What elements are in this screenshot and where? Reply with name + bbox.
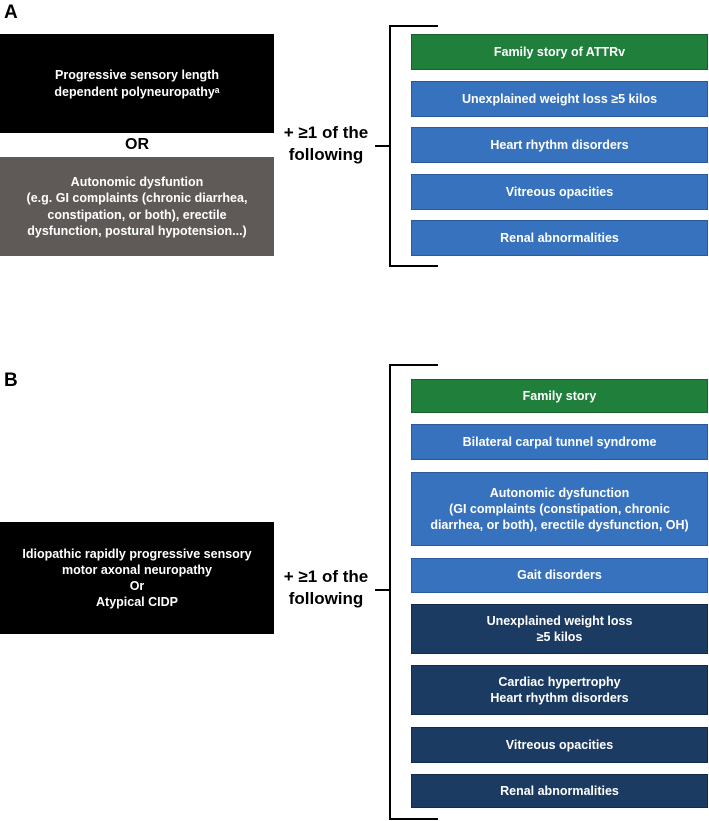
panel-a-criterion-heart-rhythm: Heart rhythm disorders bbox=[411, 127, 708, 163]
panel-a-criterion-family-story: Family story of ATTRv bbox=[411, 34, 708, 70]
panel-b-criterion-weight-loss: Unexplained weight loss ≥5 kilos bbox=[411, 604, 708, 654]
panel-b-main-box: Idiopathic rapidly progressive sensory m… bbox=[0, 522, 274, 634]
panel-a-bracket-line bbox=[389, 25, 391, 266]
panel-b-label: B bbox=[4, 370, 18, 391]
panel-b-criterion-cardiac: Cardiac hypertrophy Heart rhythm disorde… bbox=[411, 665, 708, 715]
panel-a-main-box: Progressive sensory length dependent pol… bbox=[0, 34, 274, 133]
panel-a-bracket-tick bbox=[375, 145, 389, 147]
panel-b-criterion-vitreous: Vitreous opacities bbox=[411, 727, 708, 763]
panel-b-bracket-bottom bbox=[389, 818, 438, 820]
panel-a-label: A bbox=[4, 2, 18, 23]
panel-b-criterion-gait: Gait disorders bbox=[411, 558, 708, 593]
panel-b-bracket-tick bbox=[375, 589, 389, 591]
panel-b-criterion-family-story: Family story bbox=[411, 379, 708, 413]
panel-a-criterion-vitreous: Vitreous opacities bbox=[411, 174, 708, 210]
panel-b-connector: + ≥1 of the following bbox=[283, 567, 369, 609]
panel-b-criterion-autonomic: Autonomic dysfunction (GI complaints (co… bbox=[411, 472, 708, 546]
panel-b-bracket-line bbox=[389, 364, 391, 819]
panel-a-or-label: OR bbox=[125, 136, 149, 153]
panel-b-criterion-carpal-tunnel: Bilateral carpal tunnel syndrome bbox=[411, 424, 708, 460]
panel-a-bracket-bottom bbox=[389, 265, 438, 267]
panel-a-connector: + ≥1 of the following bbox=[283, 123, 369, 165]
panel-a-criterion-weight-loss: Unexplained weight loss ≥5 kilos bbox=[411, 81, 708, 117]
panel-a-bracket-top bbox=[389, 25, 438, 27]
panel-b-bracket-top bbox=[389, 364, 438, 366]
panel-b-criterion-renal: Renal abnormalities bbox=[411, 774, 708, 808]
panel-a-alt-box: Autonomic dysfuntion (e.g. GI complaints… bbox=[0, 157, 274, 256]
panel-a-criterion-renal: Renal abnormalities bbox=[411, 220, 708, 256]
